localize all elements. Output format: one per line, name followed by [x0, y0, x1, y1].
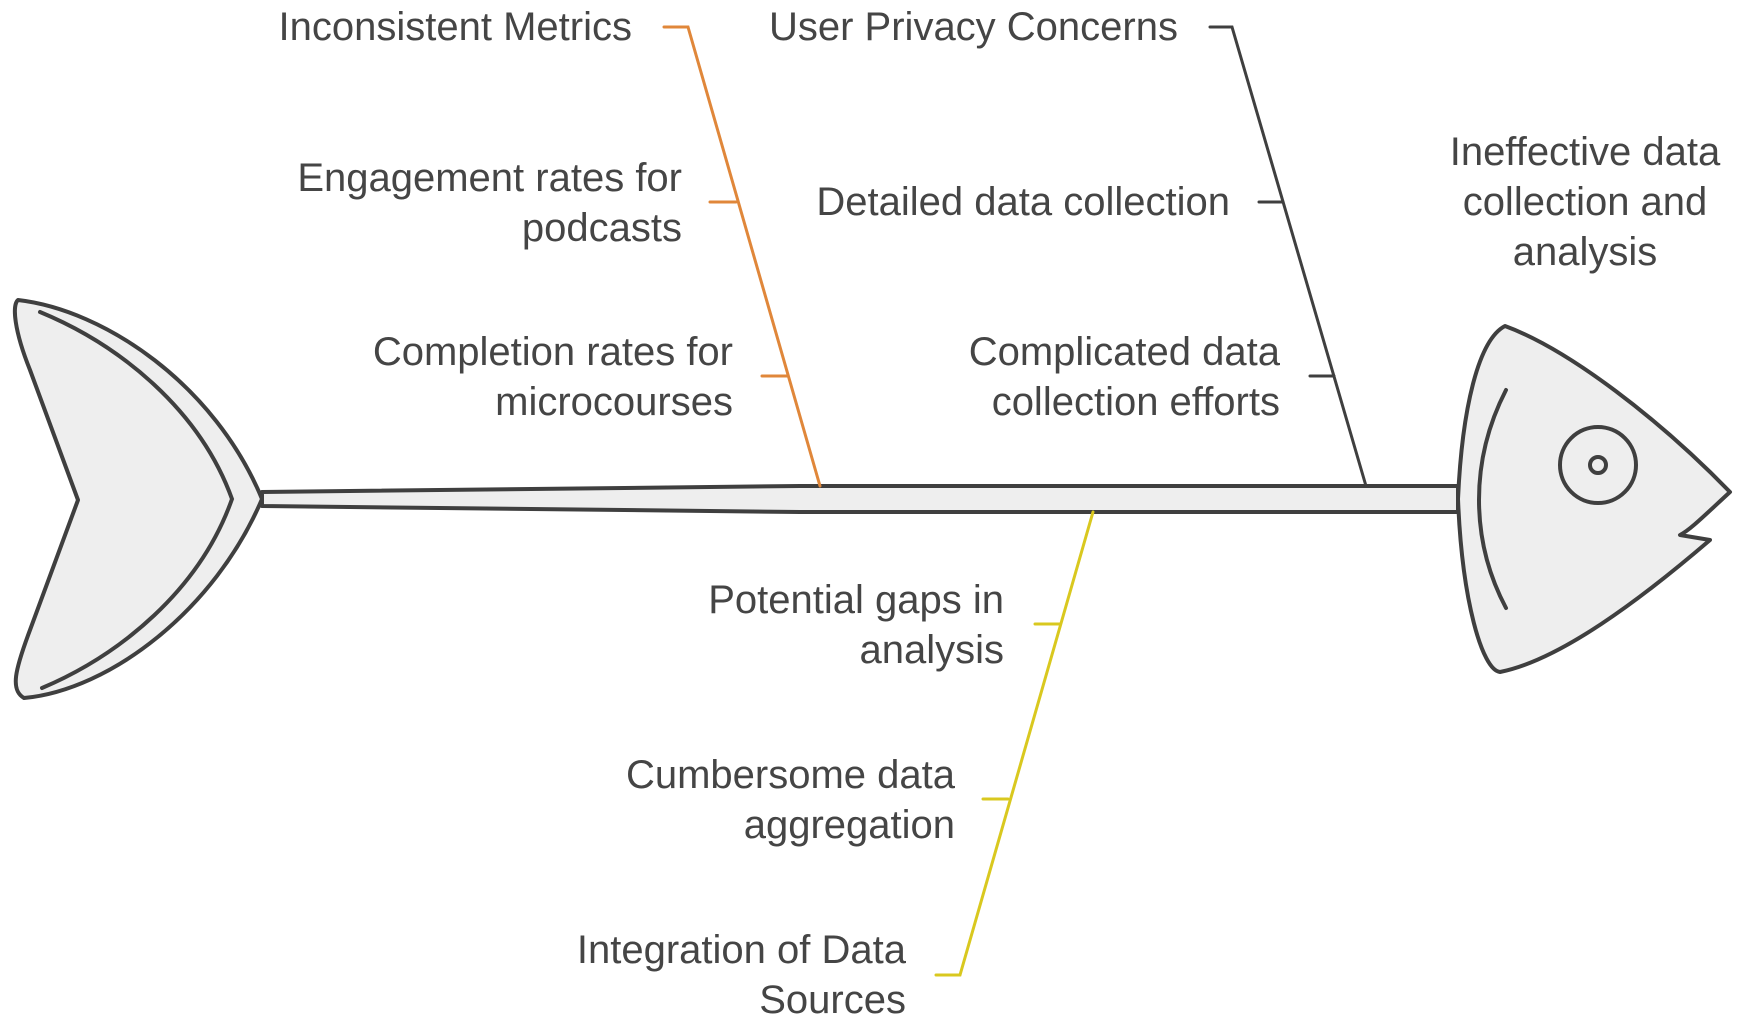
cause-label-complicated-data: Complicated data collection efforts — [968, 330, 1280, 424]
fish-spine — [260, 484, 1460, 514]
bone-user-privacy — [1208, 25, 1368, 488]
fish-tail — [12, 298, 264, 700]
cause-label-completion-rates: Completion rates for microcourses — [372, 330, 733, 424]
bone-integration-data — [934, 510, 1095, 977]
effect-label: Ineffective data collection and analysis — [1449, 130, 1721, 274]
category-label-integration-data: Integration of Data Sources — [576, 928, 906, 1022]
fish-head — [1456, 324, 1732, 674]
cause-label-potential-gaps: Potential gaps in analysis — [708, 578, 1004, 672]
category-label-user-privacy: User Privacy Concerns — [768, 5, 1178, 49]
cause-label-cumbersome-aggregation: Cumbersome data aggregation — [625, 753, 955, 847]
cause-label-detailed-data: Detailed data collection — [816, 180, 1230, 224]
category-label-inconsistent-metrics: Inconsistent Metrics — [278, 5, 632, 49]
fish-pupil — [1588, 455, 1608, 475]
bone-inconsistent-metrics — [662, 25, 822, 488]
cause-label-engagement-rates: Engagement rates for podcasts — [297, 156, 682, 250]
